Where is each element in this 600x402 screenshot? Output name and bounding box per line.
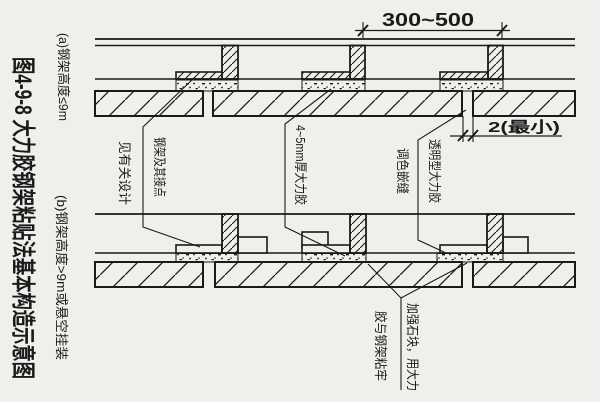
adhesive-layer — [175, 79, 239, 92]
steel-foot — [439, 244, 488, 254]
adhesive-layer — [439, 79, 504, 92]
adhesive-layer — [436, 253, 504, 263]
callout-stone-line1: 加强石块，用大力 — [405, 303, 420, 391]
diagram-a: 300~500 2(最小) — [94, 10, 576, 142]
adhesive-layer — [301, 79, 366, 92]
dimension-joint-min: 2(最小) — [450, 116, 562, 142]
diagram-b — [94, 213, 576, 288]
callout-stone-line2: 胶与钢架粘牢 — [373, 311, 388, 381]
wall-panel — [472, 90, 576, 117]
bracket-step — [237, 236, 268, 254]
wall-panel — [94, 90, 204, 117]
callout-steel-frame-line1: 钢架及其接点 — [152, 137, 167, 197]
caption-a: (a)钢架高度≤9m — [56, 33, 71, 121]
steel-foot — [439, 71, 489, 80]
callout-steel-frame-line2: 见有关设计 — [117, 141, 132, 205]
steel-foot — [301, 71, 351, 80]
adhesive-layer — [301, 253, 367, 263]
wall-panel — [214, 261, 463, 288]
steel-tab — [221, 213, 239, 254]
leader-clear-adhesive — [417, 109, 467, 254]
callout-labels: 钢架及其接点 见有关设计 4~5mm厚大力胶 透明型大力胶 调色嵌缝 加强石块，… — [117, 125, 442, 391]
dimension-spacing: 300~500 — [355, 10, 510, 38]
figure-title: 图4-9-8 大力胶钢架粘贴法基本构造示意图 — [9, 57, 37, 379]
steel-tab — [221, 44, 239, 80]
leader-lines — [142, 76, 468, 390]
caption-b: (b)钢架高度>9m或悬空挂装 — [54, 195, 69, 360]
steel-foot — [175, 71, 223, 80]
steel-tab — [349, 213, 367, 254]
wall-panel — [212, 90, 463, 117]
wall-panel — [472, 261, 576, 288]
callout-clear-adhesive-line1: 透明型大力胶 — [427, 139, 442, 203]
leader-adhesive — [284, 88, 346, 257]
leader-steel-frame — [142, 76, 201, 248]
dimension-spacing-text: 300~500 — [382, 10, 474, 30]
adhesive-layer — [175, 253, 239, 263]
callout-clear-adhesive-line2: 调色嵌缝 — [395, 148, 410, 194]
wall-panel — [94, 261, 204, 288]
steel-tab — [486, 213, 504, 254]
steel-tab — [487, 44, 504, 80]
bracket-step — [502, 236, 529, 254]
steel-foot — [301, 244, 351, 254]
callout-adhesive: 4~5mm厚大力胶 — [293, 125, 308, 205]
dimension-joint-min-text: 2(最小) — [488, 118, 560, 136]
steel-tab — [349, 44, 366, 80]
